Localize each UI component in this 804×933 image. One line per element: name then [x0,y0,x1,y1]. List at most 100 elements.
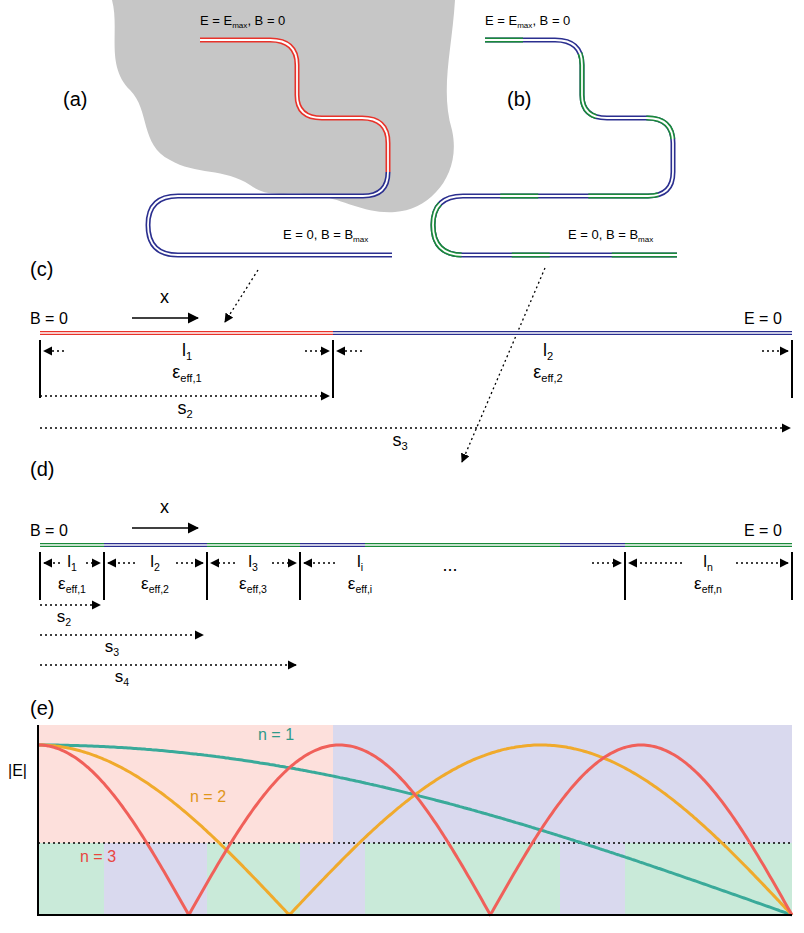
label-group: x [160,498,169,518]
label-text: , B = 0 [247,13,285,28]
label-text: l [67,552,71,571]
label-group: εeff,n [694,575,722,594]
label-group: εeff,1 [172,363,202,383]
label-text: n = 1 [258,726,294,743]
label-text: l [543,340,547,360]
subscript: 2 [547,350,553,362]
label-text: s [177,398,186,418]
label-text: E = 0, B = B [283,227,353,242]
label-text: ε [141,574,149,593]
label-group: E = 0 [744,310,782,328]
pointer-arrows [225,268,545,462]
label-group: εeff,2 [533,363,563,383]
label-text: ε [58,574,66,593]
field-plot [38,725,792,915]
label-group: B = 0 [30,310,68,328]
label-group: n = 1 [258,726,294,744]
label-text: s [392,430,401,450]
label-text: E = 0 [744,522,782,539]
label-group: x [160,288,169,308]
subscript: 1 [71,561,77,573]
label-text: B = 0 [30,522,68,539]
label-text: n = 2 [190,788,226,805]
label-group: li [357,553,363,572]
label-group: E = Emax, B = 0 [200,14,285,28]
label-group: s2 [57,608,71,627]
resonator-b [433,40,677,255]
label-group: l1 [67,553,77,572]
label-text: n = 3 [80,848,116,865]
subscript: 2 [186,408,192,420]
subscript: 3 [113,646,119,658]
label-group: n = 2 [190,788,226,806]
label-text: l [182,340,186,360]
label-group: E = 0, B = Bmax [283,228,368,242]
subscript: eff,n [702,583,722,595]
subscript: eff,1 [66,583,86,595]
subscript: n [707,561,713,573]
subscript: 3 [401,440,407,452]
label-group: s4 [115,668,129,687]
subscript: eff,i [355,583,372,595]
label-text: E = 0 [744,310,782,327]
label-text: ε [533,362,541,382]
label-text: E = 0, B = B [568,227,638,242]
label-text: l [703,552,707,571]
label-group: l2 [150,553,160,572]
label-text: (a) [63,88,87,110]
mode-curve [38,745,792,915]
label-text: s [57,607,66,626]
subscript: max [353,235,368,244]
subscript: eff,2 [149,583,169,595]
label-text: s [105,637,114,656]
subscript: max [638,235,653,244]
label-group: (c) [30,258,53,280]
label-text: ... [442,555,457,575]
label-group: εeff,1 [58,575,86,594]
label-group: E = 0, B = Bmax [568,228,653,242]
label-group: (b) [507,88,531,110]
label-group: l3 [248,553,258,572]
subscript: 2 [154,561,160,573]
label-text: x [160,497,169,517]
label-group: E = 0 [744,522,782,540]
label-text: l [150,552,154,571]
line-c [40,318,792,428]
label-text: ε [172,362,180,382]
line-d [40,528,792,665]
subscript: 2 [65,616,71,628]
label-text: , B = 0 [532,13,570,28]
label-group: (d) [30,458,54,480]
label-group: s3 [392,431,407,451]
subscript: eff,2 [541,372,563,384]
label-group: εeff,3 [239,575,267,594]
label-text: x [160,287,169,307]
label-text: E = E [200,13,232,28]
label-group: (a) [63,88,87,110]
label-group: εeff,2 [141,575,169,594]
subscript: eff,3 [247,583,267,595]
label-text: ε [348,574,356,593]
label-group: E = Emax, B = 0 [485,14,570,28]
label-group: ... [442,556,457,576]
label-group: s3 [105,638,119,657]
subscript: 4 [123,676,129,688]
resonator-a [148,40,392,255]
label-group: l1 [182,341,192,361]
label-text: (e) [30,697,54,719]
label-text: s [115,667,124,686]
label-text: l [357,552,361,571]
mode-curve [38,745,792,915]
subscript: 3 [252,561,258,573]
subscript: i [361,561,363,573]
label-text: ε [239,574,247,593]
subscript: eff,1 [180,372,202,384]
label-group: εeff,i [348,575,372,594]
label-group: s2 [177,399,192,419]
label-text: (b) [507,88,531,110]
label-group: |E| [8,762,27,780]
subscript: 1 [186,350,192,362]
label-text: E = E [485,13,517,28]
